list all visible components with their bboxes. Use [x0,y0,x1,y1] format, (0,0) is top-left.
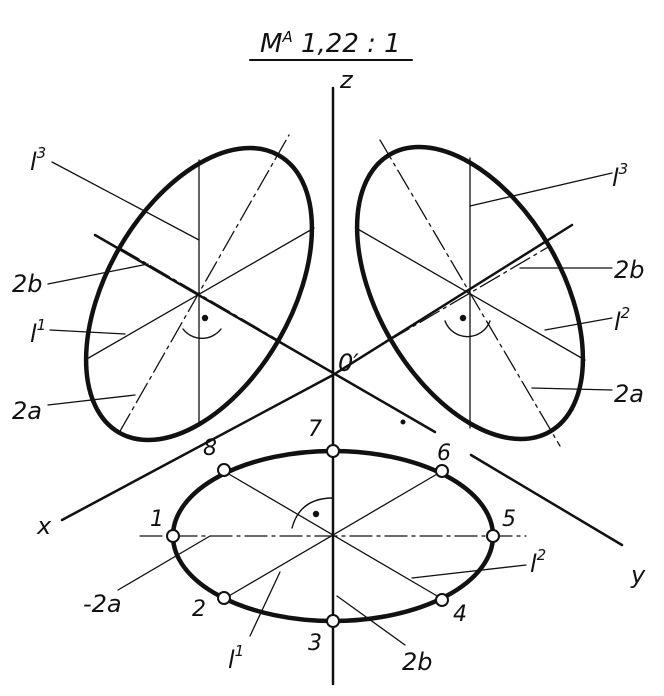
right-2a-label: 2a [614,380,644,408]
y-axis-label: y [630,561,646,589]
left-right-angle-arc [182,328,222,339]
right-2a-leader [531,387,613,391]
left-l1-line [84,227,315,361]
point-1-label: 1 [150,507,164,532]
point-5-marker [486,529,500,543]
right-right-angle-arc [444,320,491,338]
title-scale: MA 1,22 : 1 [260,28,401,59]
x-axis [60,373,335,522]
right-l3-label: l3 [612,160,628,192]
point-6-marker [435,464,449,478]
bottom-2b-leader [336,595,406,646]
point-3-label: 3 [308,631,322,656]
left-2b-leader [47,263,149,285]
right-minor-axis [389,245,551,341]
bottom-right-angle-arc [291,497,334,529]
point-8-label: 8 [203,436,217,461]
x-axis-label: x [36,512,52,540]
point-7-label: 7 [308,417,322,442]
left-2a-leader [47,394,136,406]
bottom-2a-leader [117,535,211,591]
point-2-label: 2 [192,597,206,622]
bottom-l1-leader [249,571,281,637]
left-l1-label: l1 [30,316,46,348]
left-l3-label: l3 [30,144,46,176]
point-7-marker [326,444,340,458]
left-2b-label: 2b [12,270,43,298]
stray-dot [400,419,406,425]
right-2b-label: 2b [614,256,645,284]
left-ellipse-group [47,134,315,443]
right-l2-label: l2 [614,304,630,336]
diagonal-axis-upper [93,233,437,434]
bottom-2b-label: 2b [402,648,433,676]
right-ellipse [354,144,586,442]
right-ellipse-group [354,139,613,447]
y-axis [469,453,624,547]
point-6-label: 6 [437,441,451,466]
z-axis-label: z [339,66,354,94]
left-l3-leader [51,161,200,241]
diagonal-axis-right [331,223,574,377]
bottom-center-dot [312,510,320,518]
point-1-marker [166,529,180,543]
bottom-2a-label: -2a [83,590,122,618]
right-center-dot [459,314,467,322]
bottom-l2-leader [411,564,527,579]
point-4-marker [435,593,449,607]
point-2-marker [217,591,231,605]
right-l3-leader [469,172,613,207]
bottom-l1-label: l1 [228,642,244,674]
right-l2-line [355,227,586,361]
bottom-chord-6-2 [221,469,445,601]
left-l1-leader [49,329,126,335]
left-2a-label: 2a [12,397,42,425]
origin-label: 0′ [338,349,359,377]
bottom-l2-label: l2 [530,546,546,578]
point-8-marker [217,463,231,477]
left-major-axis [118,134,290,434]
right-l2-leader [544,317,613,331]
left-center-dot [201,314,209,322]
point-3-marker [326,614,340,628]
point-5-label: 5 [502,507,516,532]
point-4-label: 4 [453,602,467,627]
